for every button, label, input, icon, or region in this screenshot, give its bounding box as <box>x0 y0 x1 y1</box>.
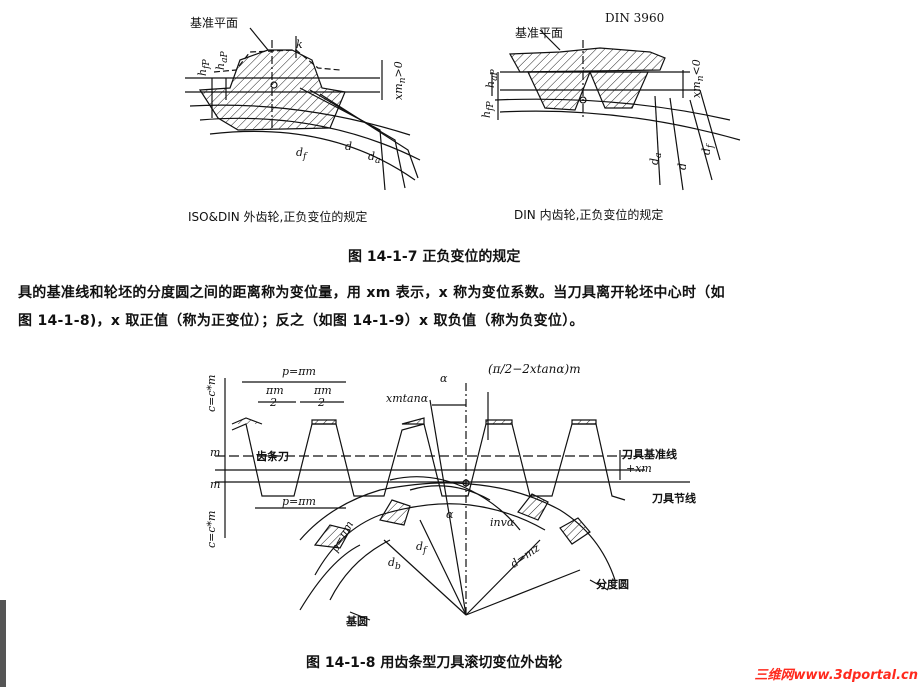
rack-gear-diagram <box>215 378 690 621</box>
right-da-symbol: da <box>648 152 665 165</box>
left-reference-plane-label: 基准平面 <box>190 16 239 30</box>
left-hfp-symbol: hfP <box>196 59 213 76</box>
cutter-base-line-label: 刀具基准线 <box>622 448 677 461</box>
alpha-top-label: α <box>440 372 448 385</box>
left-subcaption: ISO&DIN 外齿轮,正负变位的规定 <box>188 210 368 224</box>
base-diameter-label: db <box>388 556 401 573</box>
xmn-positive-symbol: xmn>0 <box>392 61 409 100</box>
top-pitch-label: p=πm <box>282 365 316 378</box>
half-pitch-denominator-2: 2 <box>318 396 325 409</box>
right-subcaption: DIN 内齿轮,正负变位的规定 <box>514 208 664 222</box>
pitch-circle-label: 分度圆 <box>596 578 629 591</box>
upper-module-label: m <box>210 446 221 459</box>
left-df-symbol: df <box>296 146 307 163</box>
figure-14-1-8-caption: 图 14-1-8 用齿条型刀具滚切变位外齿轮 <box>306 655 563 671</box>
din-code-label: DIN 3960 <box>605 11 665 25</box>
half-pitch-numerator-1: πm <box>266 384 284 397</box>
left-da-symbol: da <box>368 150 381 167</box>
tooth-space-formula: (π/2−2xtanα)m <box>488 362 581 376</box>
k-symbol: k <box>296 38 303 51</box>
right-gear-diagram <box>491 29 741 191</box>
left-d-symbol: d <box>345 140 353 153</box>
right-hap-symbol: haP <box>484 69 501 88</box>
left-gear-diagram <box>185 27 421 191</box>
plus-xm-label: +xm <box>626 462 652 475</box>
bottom-pitch-label: p=πm <box>282 495 316 508</box>
lower-module-label: m <box>210 478 221 491</box>
root-diameter-label: df <box>416 540 427 557</box>
alpha-lower-label: α <box>446 508 454 521</box>
cutter-pitch-line-label: 刀具节线 <box>652 492 696 505</box>
top-clearance-label: c=c*m <box>205 374 218 412</box>
right-hfp-symbol: hfP <box>480 101 497 118</box>
paragraph-line-2: 图 14-1-8)，x 取正值（称为正变位）；反之（如图 14-1-9）x 取负… <box>18 313 584 329</box>
xmn-negative-symbol: xmn<0 <box>690 59 707 98</box>
half-pitch-denominator-1: 2 <box>270 396 277 409</box>
rack-cutter-label: 齿条刀 <box>256 450 289 463</box>
base-circle-label: 基圆 <box>346 615 368 628</box>
right-df-symbol: df <box>700 144 717 155</box>
right-reference-plane-label: 基准平面 <box>515 26 564 40</box>
half-pitch-numerator-2: πm <box>314 384 332 397</box>
watermark-logo: 三维网www.3dportal.cn <box>754 668 918 683</box>
xmtan-label: xmtanα <box>386 392 429 405</box>
figure-14-1-7-caption: 图 14-1-7 正负变位的规定 <box>348 249 521 265</box>
paragraph-line-1: 具的基准线和轮坯的分度圆之间的距离称为变位量，用 xm 表示，x 称为变位系数。… <box>18 285 725 301</box>
inv-alpha-label: invα <box>490 516 515 529</box>
left-hap-symbol: haP <box>214 51 231 70</box>
right-d-symbol: d <box>676 162 689 170</box>
bottom-clearance-label: c=c*m <box>205 510 218 548</box>
left-edge-strip <box>0 600 6 687</box>
